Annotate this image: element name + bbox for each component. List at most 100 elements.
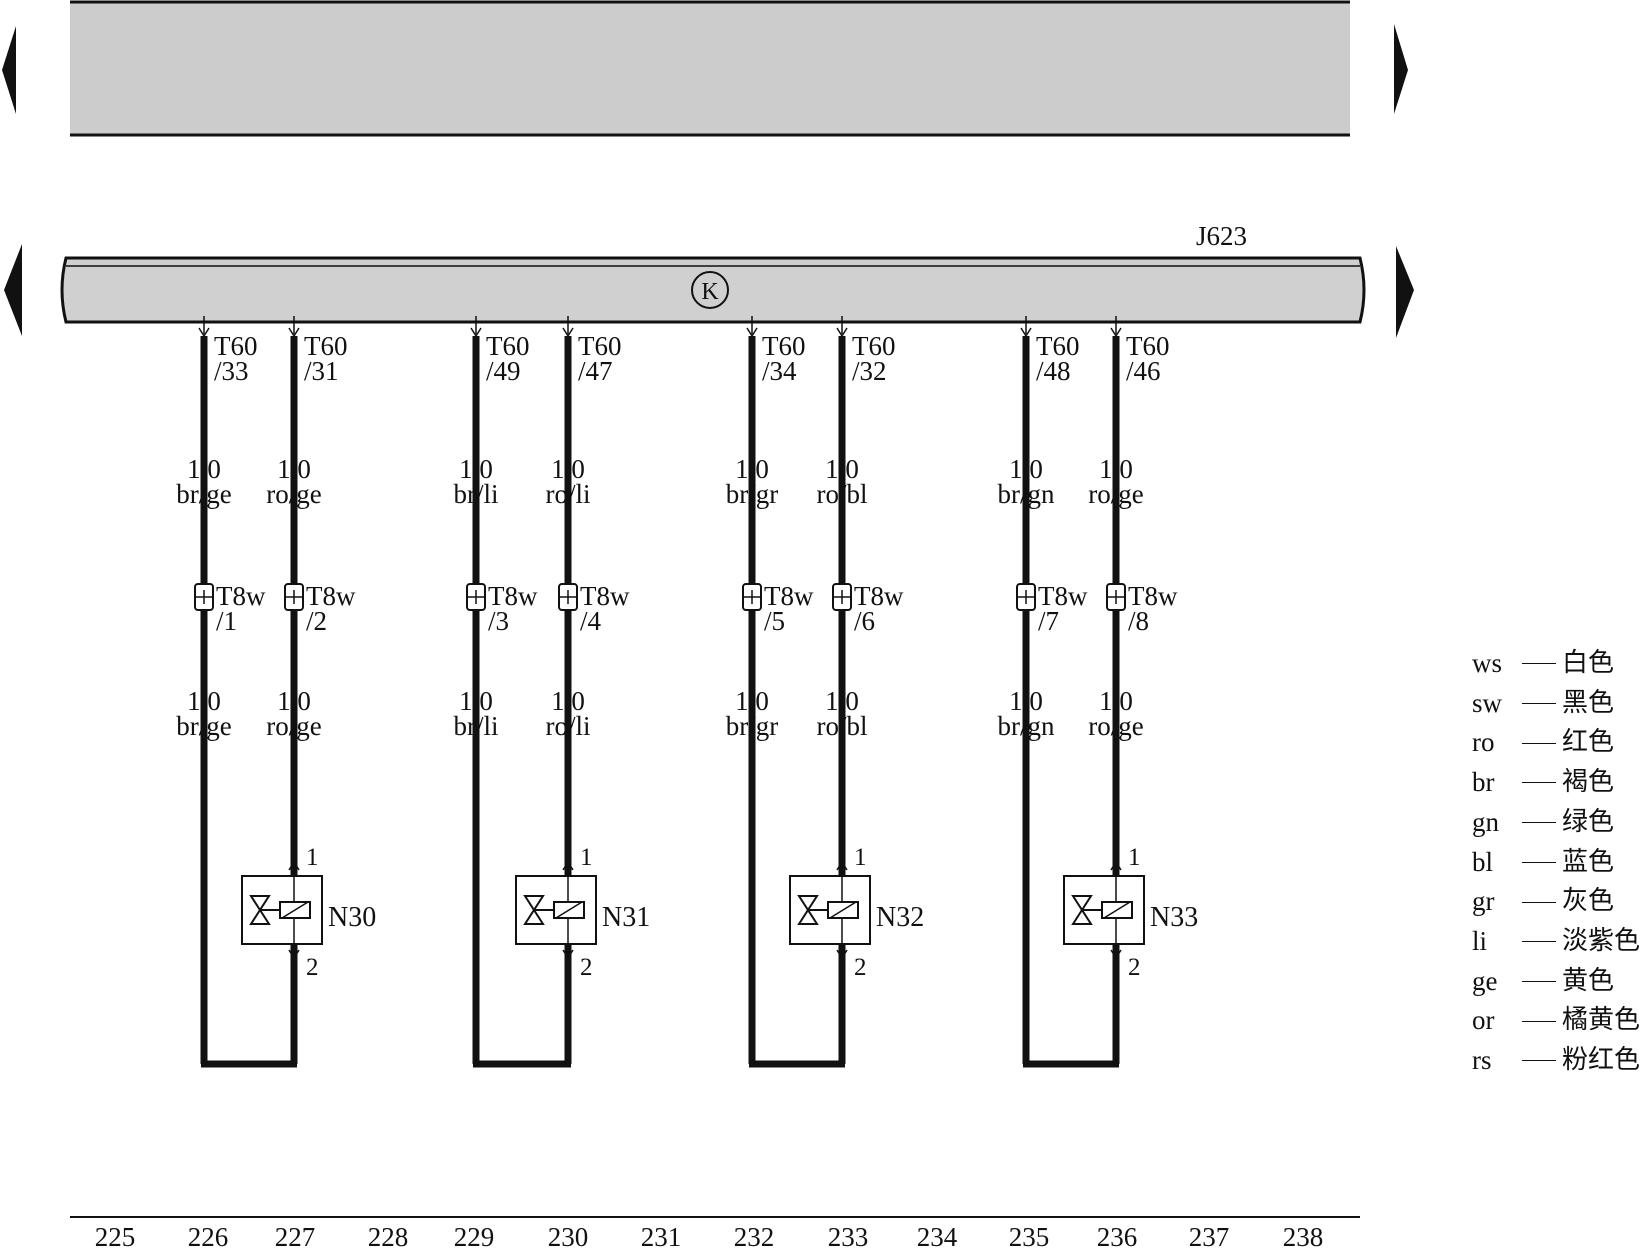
legend-dash [1522,901,1556,903]
ruler-number: 234 [917,1222,958,1251]
legend-dash [1522,1060,1556,1062]
legend-code: sw [1472,687,1503,718]
pin-arrow-icon [198,327,210,338]
terminal-arrow-icon [562,949,574,960]
legend-dash [1522,742,1556,744]
pin-arrow-icon [746,327,758,338]
pin-arrow-icon [1110,327,1122,338]
connector-label: T8w/2 [306,581,356,636]
terminal-label: 2 [306,954,319,981]
component-label: N32 [876,902,924,933]
valve-icon [1071,895,1093,925]
legend-dash [1522,980,1556,982]
ruler-number: 237 [1189,1222,1230,1251]
pin-label: T60/34 [762,331,806,386]
terminal-label: 1 [306,844,319,871]
legend-color-name: 蓝色 [1562,846,1615,877]
ruler-number: 228 [368,1222,409,1251]
ruler-number: 235 [1009,1222,1050,1251]
component-label: N33 [1150,902,1198,933]
pin-label: T60/48 [1036,331,1080,386]
ruler-number: 227 [275,1222,316,1251]
connector-label: T8w/3 [488,581,538,636]
ruler-number: 236 [1097,1222,1138,1251]
ruler-number: 232 [734,1222,775,1251]
pin-arrow-icon [562,327,574,338]
pin-label: T60/49 [486,331,530,386]
legend-color-name: 橘黄色 [1562,1005,1641,1036]
triangle-right-icon[interactable] [1396,246,1414,338]
ruler-number: 229 [454,1222,495,1251]
legend-code: ws [1472,648,1503,678]
top-panel [70,2,1350,135]
legend-color-name: 黑色 [1562,687,1615,718]
terminal-label: 2 [854,954,867,981]
pin-label: T60/31 [304,331,348,386]
legend-color-name: 淡紫色 [1562,925,1641,956]
legend-dash [1522,782,1556,784]
terminal-arrow-icon [1110,860,1122,871]
legend-dash [1522,822,1556,824]
legend-code: ro [1472,727,1495,758]
terminal-arrow-icon [836,949,848,960]
terminal-label: 2 [1128,954,1141,981]
coil-diagonal [829,901,857,919]
valve-icon [249,895,271,925]
legend-code: ge [1472,965,1498,996]
legend-item-sw: sw 黑色 [1472,684,1644,724]
component-label: N30 [328,902,376,933]
coil-diagonal [281,901,309,919]
coil-diagonal [1103,901,1131,919]
triangle-right-icon[interactable] [1394,24,1408,114]
legend-color-name: 粉红色 [1562,1045,1641,1076]
legend-dash [1522,861,1556,863]
triangle-left-icon[interactable] [4,244,22,336]
connector-label: T8w/1 [216,581,266,636]
component-label: N31 [602,902,650,933]
ruler-number: 226 [188,1222,229,1251]
ground-symbol-letter: K [701,279,719,305]
legend-color-name: 黄色 [1562,965,1615,996]
connector-label: T8w/5 [764,581,814,636]
legend-color-name: 灰色 [1562,886,1615,917]
terminal-label: 1 [854,844,867,871]
ruler-number: 225 [95,1222,136,1251]
pin-arrow-icon [1020,327,1032,338]
ruler-number: 230 [548,1222,589,1251]
terminal-arrow-icon [288,860,300,871]
pin-label: T60/47 [578,331,622,386]
connector-label: T8w/4 [580,581,630,636]
legend-color-name: 绿色 [1562,806,1615,837]
ruler-number: 233 [828,1222,869,1251]
control-unit-label: J623 [1196,221,1247,251]
ruler-number: 231 [641,1222,682,1251]
legend-dash [1522,663,1556,665]
triangle-left-icon[interactable] [2,26,16,114]
terminal-label: 2 [580,954,593,981]
control-unit-bar [60,256,1366,324]
